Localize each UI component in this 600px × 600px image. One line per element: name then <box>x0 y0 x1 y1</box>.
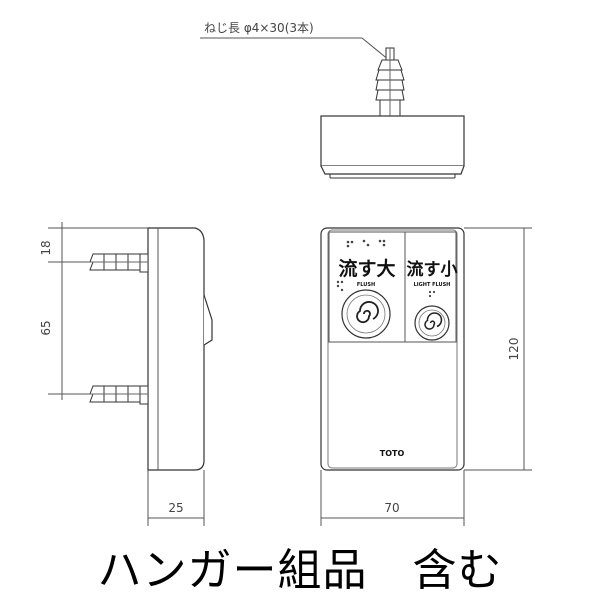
large-flush-button[interactable]: 流す大 FLUSH <box>336 239 396 339</box>
dim-width: 70 <box>384 501 399 515</box>
front-body <box>320 227 465 471</box>
large-flush-label: 流す大 <box>338 257 395 280</box>
dim-top-offset: 18 <box>39 240 53 255</box>
body-top <box>320 115 465 167</box>
flush-swirl-small-icon <box>424 312 443 330</box>
dim-depth: 25 <box>168 501 183 515</box>
front-view: 流す大 FLUSH 流す小 LIGHT FLUSH TOTO 120 <box>320 227 532 526</box>
small-flush-button[interactable]: 流す小 LIGHT FLUSH <box>407 259 458 341</box>
flush-swirl-icon <box>356 301 379 324</box>
caption-includes-hanger: ハンガー組品 含む <box>97 545 503 596</box>
dim-anchor-spacing: 65 <box>39 320 53 335</box>
screw-note: ねじ長 φ4×30(3本) <box>204 21 314 35</box>
side-screw-lower <box>82 385 149 405</box>
brand-logo: TOTO <box>380 449 405 458</box>
side-screw-upper <box>82 253 149 273</box>
dim-height: 120 <box>507 338 521 361</box>
small-flush-label: 流す小 <box>407 259 458 280</box>
side-body <box>147 227 205 471</box>
top-view: ねじ長 φ4×30(3本) <box>200 21 465 179</box>
top-screw <box>375 47 405 117</box>
small-flush-sublabel: LIGHT FLUSH <box>414 282 451 288</box>
side-view: 18 65 25 <box>39 222 213 526</box>
large-flush-sublabel: FLUSH <box>357 282 375 288</box>
